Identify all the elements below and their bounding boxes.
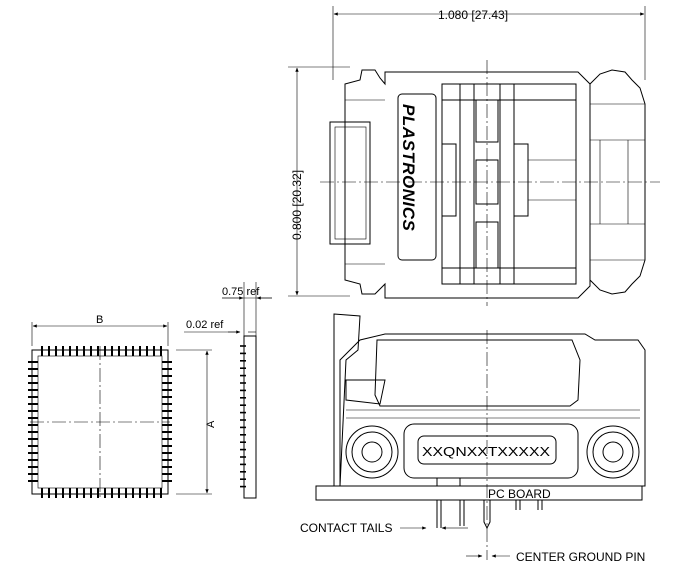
pc-board-label: PC BOARD [488, 487, 551, 501]
part-number-label: XXQNXXTXXXXX [422, 444, 550, 459]
height-dimension: 0.800 [20.32] [288, 66, 350, 297]
brand-label: PLASTRONICS [399, 104, 418, 232]
ref-offset-label: 0.02 ref [186, 319, 224, 331]
ref-thickness-label: 0.75 ref [222, 286, 260, 298]
width-dimension-label: 1.080 [27.43] [438, 8, 508, 22]
height-dimension-label: 0.800 [20.32] [290, 170, 304, 240]
chip-top-view: B A [28, 314, 217, 498]
chip-b-label: B [96, 314, 103, 326]
socket-top-view: PLASTRONICS [320, 60, 660, 306]
chip-pins [28, 346, 172, 498]
center-ground-pin-label: CENTER GROUND PIN [516, 550, 645, 564]
contact-tails-callout: CONTACT TAILS [300, 521, 468, 535]
contact-tails-label: CONTACT TAILS [300, 521, 392, 535]
width-dimension: 1.080 [27.43] [332, 6, 646, 80]
chip-edge-view: 0.75 ref 0.02 ref [184, 282, 272, 499]
chip-a-label: A [205, 420, 217, 428]
center-ground-pin-callout: CENTER GROUND PIN [466, 550, 645, 564]
edge-pins [240, 345, 246, 488]
socket-side-view: XXQNXXTXXXXX PC BOARD [315, 313, 646, 560]
